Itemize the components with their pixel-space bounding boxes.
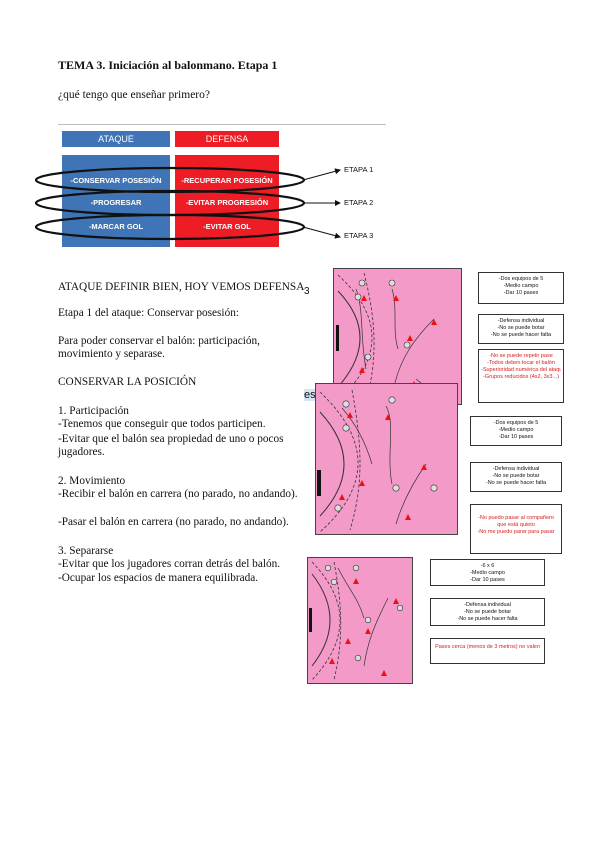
divider — [58, 124, 386, 125]
text-line: -Recibir el balón en carrera (no parado,… — [58, 488, 298, 500]
exercise-rules-box: -Defensa individual -No se puede botar -… — [470, 462, 562, 492]
attack-item: -MARCAR GOL — [88, 222, 144, 231]
exercise-setup-box: -Dos equipos de 5 -Medio campo -Dar 10 p… — [478, 272, 564, 304]
info-line: -Defensa individual — [464, 602, 511, 608]
info-line: -Dar 10 pases — [503, 290, 539, 296]
stage-label: ETAPA 1 — [344, 165, 374, 174]
text-line: -Evitar que los jugadores corran detrás … — [58, 558, 281, 570]
info-line: -Medio campo — [470, 570, 505, 576]
info-line: -Defensa individual — [492, 466, 540, 472]
info-line: -No puedo pasar al compañero que está qu… — [478, 515, 554, 528]
info-line: -Grupos reducidos (4x2, 3x3...) — [483, 374, 559, 380]
info-line: -Superioridad numérica del ataque — [481, 367, 561, 373]
info-line: -No se puede botar — [492, 473, 540, 479]
section-heading: ATAQUE DEFINIR BIEN, HOY VEMOS DEFENSA — [58, 281, 305, 293]
info-line: -Dar 10 pases — [498, 434, 534, 440]
text-line: -Tenemos que conseguir que todos partici… — [58, 418, 266, 430]
text-line: -Ocupar los espacios de manera equilibra… — [58, 572, 259, 584]
info-line: -Medio campo — [503, 283, 539, 289]
defense-item: -EVITAR PROGRESIÓN — [185, 198, 269, 207]
exercise-variants-box: Pases cerca (menos de 3 metros) no valen — [430, 638, 545, 664]
text-fragment: 3 — [304, 286, 310, 297]
page-title: TEMA 3. Iniciación al balonmano. Etapa 1 — [58, 58, 278, 72]
info-line: Pases cerca (menos de 3 metros) no valen — [435, 644, 540, 650]
exercise-setup-box: -Dos equipos de 5 -Medio campo -Dar 10 p… — [470, 416, 562, 446]
exercise-setup-box: -6 x 6 -Medio campo -Dar 10 pases — [430, 559, 545, 586]
exercise-rules-box: -Defensa individual -No se puede botar -… — [478, 314, 564, 344]
attack-item: -PROGRESAR — [90, 198, 142, 207]
info-line: -No se puede hacer falta — [490, 332, 552, 338]
stage-label: ETAPA 2 — [344, 198, 374, 207]
section-heading: CONSERVAR LA POSICIÓN — [58, 376, 197, 388]
stage-line: Etapa 1 del ataque: Conservar posesión: — [58, 307, 240, 319]
subsection-title: 3. Separarse — [58, 545, 114, 557]
exercise-rules-box: -Defensa individual -No se puede botar -… — [430, 598, 545, 626]
info-line: -Todos deben tocar el balón — [487, 360, 555, 366]
exercise-variants-box: -No se puede repetir pase -Todos deben t… — [478, 349, 564, 403]
defense-item: -RECUPERAR POSESIÓN — [181, 176, 273, 185]
question-text: ¿qué tengo que enseñar primero? — [58, 89, 210, 101]
text-line: -Evitar que el balón sea propiedad de un… — [58, 433, 284, 458]
info-line: -Dar 10 pases — [470, 577, 505, 583]
info-line: -No se puede repetir pase — [489, 353, 553, 359]
info-line: -Medio campo — [498, 427, 534, 433]
info-line: -6 x 6 — [480, 563, 495, 569]
info-line: -No se puede botar — [497, 325, 545, 331]
stage-label: ETAPA 3 — [344, 231, 374, 240]
info-line: -No se puede botar — [463, 609, 512, 615]
subsection-title: 1. Participación — [58, 405, 129, 417]
info-line: -Dos equipos de 5 — [493, 420, 539, 426]
court-diagram — [307, 557, 413, 684]
defense-item: -EVITAR GOL — [203, 222, 251, 231]
exercise-variants-box: -No puedo pasar al compañero que está qu… — [470, 504, 562, 554]
info-line: -No se puede hacer falta — [457, 616, 518, 622]
info-line: -No me puedo parar para pasar — [477, 529, 555, 535]
subsection-title: 2. Movimiento — [58, 475, 126, 487]
intro-paragraph: Para poder conservar el balón: participa… — [58, 335, 261, 360]
defense-header: DEFENSA — [175, 131, 279, 147]
info-line: -Defensa individual — [497, 318, 545, 324]
info-line: -Dos equipos de 5 — [498, 276, 544, 282]
attack-item: -CONSERVAR POSESIÓN — [70, 176, 162, 185]
text-line: -Pasar el balón en carrera (no parado, n… — [58, 516, 289, 528]
attack-header: ATAQUE — [62, 131, 170, 147]
info-line: -No se puede hacer falta — [485, 480, 547, 486]
court-diagram — [315, 383, 458, 535]
